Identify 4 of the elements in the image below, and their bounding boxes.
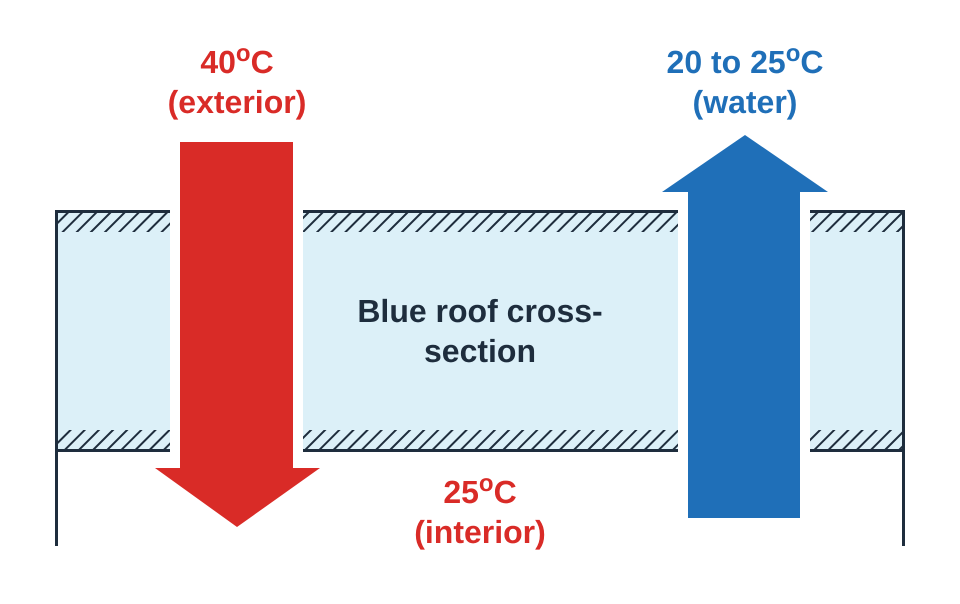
- temperature-label: 25$^{o}$C (interior): [413, 472, 547, 552]
- temperature-label: 20 to 25$^{o}$C (water): [666, 42, 824, 122]
- roof-label: Blue roof cross-section: [356, 292, 604, 371]
- temperature-label: 40$^{o}$C (exterior): [166, 42, 308, 122]
